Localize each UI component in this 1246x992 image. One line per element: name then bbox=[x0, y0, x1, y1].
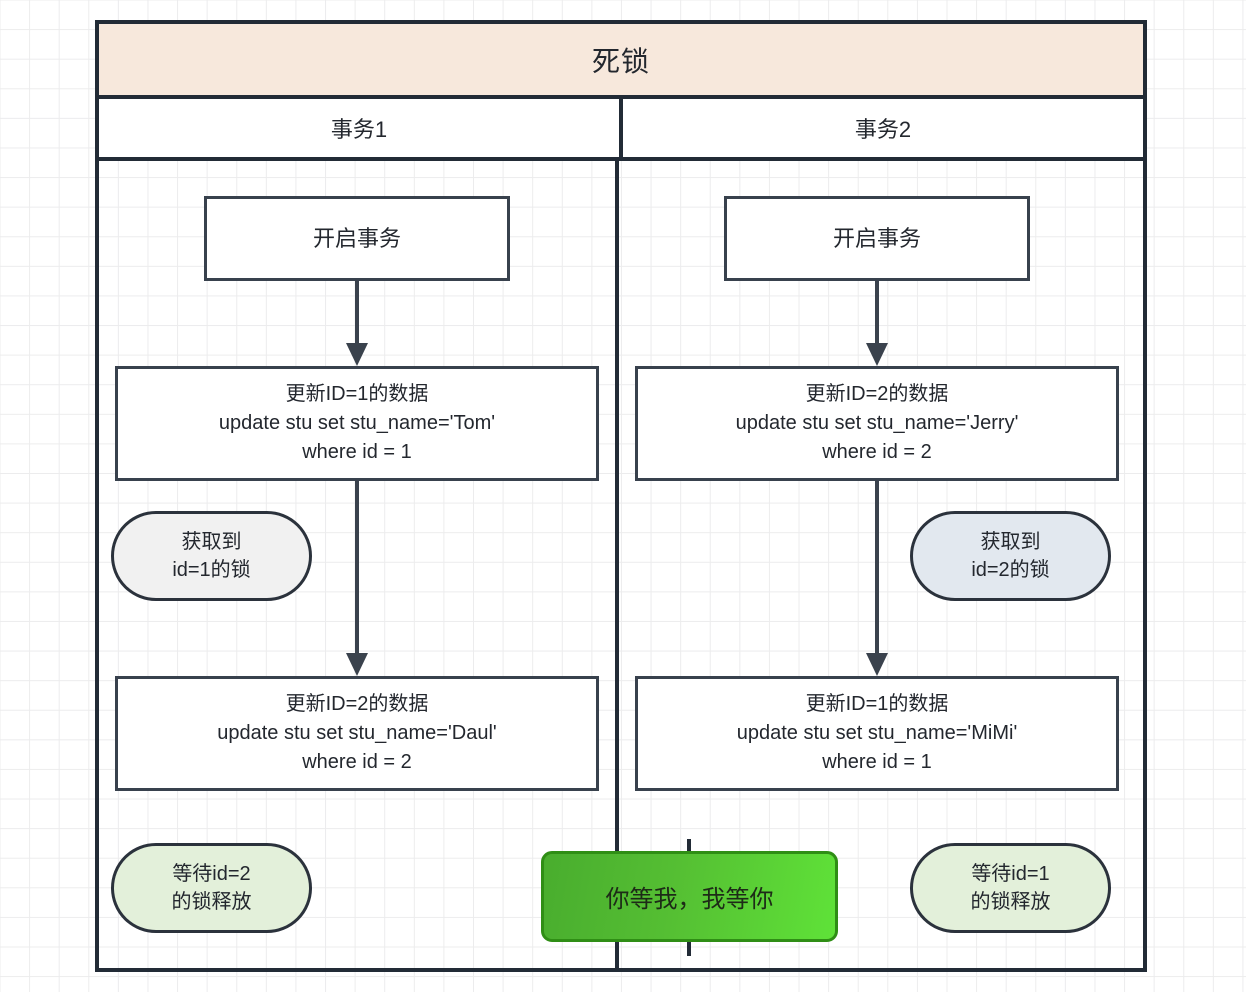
arrow-shaft bbox=[355, 481, 359, 653]
column-header-row: 事务1 事务2 bbox=[99, 99, 1143, 161]
lock-acquired-pill-transaction1: 获取到 id=1的锁 bbox=[111, 511, 312, 601]
sql-line-3: where id = 1 bbox=[822, 751, 932, 773]
wait-lock-pill-transaction1: 等待id=2 的锁释放 bbox=[111, 843, 312, 933]
diagram-title: 死锁 bbox=[591, 45, 650, 77]
sql-box-1-transaction2: 更新ID=2的数据 update stu set stu_name='Jerry… bbox=[635, 366, 1119, 481]
arrow-head bbox=[866, 653, 888, 676]
lock-pill-line-1: 获取到 bbox=[980, 531, 1041, 553]
sql-line-2: update stu set stu_name='Daul' bbox=[217, 722, 497, 744]
sql-box-1-transaction1: 更新ID=1的数据 update stu set stu_name='Tom' … bbox=[115, 366, 599, 481]
arrow-head bbox=[866, 343, 888, 366]
arrow-head bbox=[346, 653, 368, 676]
arrow-sql1-to-sql2-left bbox=[346, 481, 368, 676]
arrow-shaft bbox=[355, 281, 359, 343]
column-divider bbox=[615, 161, 619, 968]
diagram-title-bar: 死锁 bbox=[99, 24, 1143, 99]
arrow-shaft bbox=[875, 281, 879, 343]
wait-pill-line-1: 等待id=2 bbox=[172, 863, 251, 885]
lock-acquired-pill-transaction2: 获取到 id=2的锁 bbox=[910, 511, 1111, 601]
arrow-shaft bbox=[875, 481, 879, 653]
sql-line-1: 更新ID=1的数据 bbox=[805, 693, 949, 715]
lane-transaction1: 开启事务 更新ID=1的数据 update stu set stu_name='… bbox=[99, 161, 615, 968]
wait-pill-line-2: 的锁释放 bbox=[171, 891, 252, 913]
sql-box-2-transaction2: 更新ID=1的数据 update stu set stu_name='MiMi'… bbox=[635, 676, 1119, 791]
deadlock-callout-box: 你等我，我等你 bbox=[541, 851, 838, 942]
lock-pill-line-2: id=1的锁 bbox=[172, 559, 251, 581]
arrow-begin-to-sql1-right bbox=[866, 281, 888, 366]
sql-line-3: where id = 2 bbox=[822, 441, 932, 463]
lane-transaction2: 开启事务 更新ID=2的数据 update stu set stu_name='… bbox=[619, 161, 1135, 968]
wait-pill-line-2: 的锁释放 bbox=[970, 891, 1051, 913]
begin-transaction-box-1: 开启事务 bbox=[204, 196, 510, 281]
sql-line-1: 更新ID=2的数据 bbox=[805, 383, 949, 405]
lock-pill-line-2: id=2的锁 bbox=[971, 559, 1050, 581]
lock-pill-line-1: 获取到 bbox=[181, 531, 242, 553]
arrow-begin-to-sql1-left bbox=[346, 281, 368, 366]
begin-transaction-label-2: 开启事务 bbox=[832, 225, 921, 251]
sql-line-2: update stu set stu_name='Jerry' bbox=[735, 412, 1019, 434]
sql-line-2: update stu set stu_name='Tom' bbox=[218, 412, 496, 434]
sql-line-1: 更新ID=1的数据 bbox=[285, 383, 429, 405]
begin-transaction-box-2: 开启事务 bbox=[724, 196, 1030, 281]
wait-lock-pill-transaction2: 等待id=1 的锁释放 bbox=[910, 843, 1111, 933]
arrow-head bbox=[346, 343, 368, 366]
sql-line-1: 更新ID=2的数据 bbox=[285, 693, 429, 715]
begin-transaction-label-1: 开启事务 bbox=[312, 225, 401, 251]
column-header-transaction1: 事务1 bbox=[99, 99, 623, 157]
deadlock-callout-label: 你等我，我等你 bbox=[605, 886, 774, 913]
sql-line-2: update stu set stu_name='MiMi' bbox=[736, 722, 1018, 744]
wait-pill-line-1: 等待id=1 bbox=[971, 863, 1050, 885]
deadlock-diagram-frame: 死锁 事务1 事务2 开启事务 更新ID=1的数据 update stu set… bbox=[95, 20, 1147, 972]
sql-line-3: where id = 1 bbox=[302, 441, 412, 463]
sql-line-3: where id = 2 bbox=[302, 751, 412, 773]
arrow-sql1-to-sql2-right bbox=[866, 481, 888, 676]
column-header-transaction2: 事务2 bbox=[854, 117, 912, 142]
sql-box-2-transaction1: 更新ID=2的数据 update stu set stu_name='Daul'… bbox=[115, 676, 599, 791]
